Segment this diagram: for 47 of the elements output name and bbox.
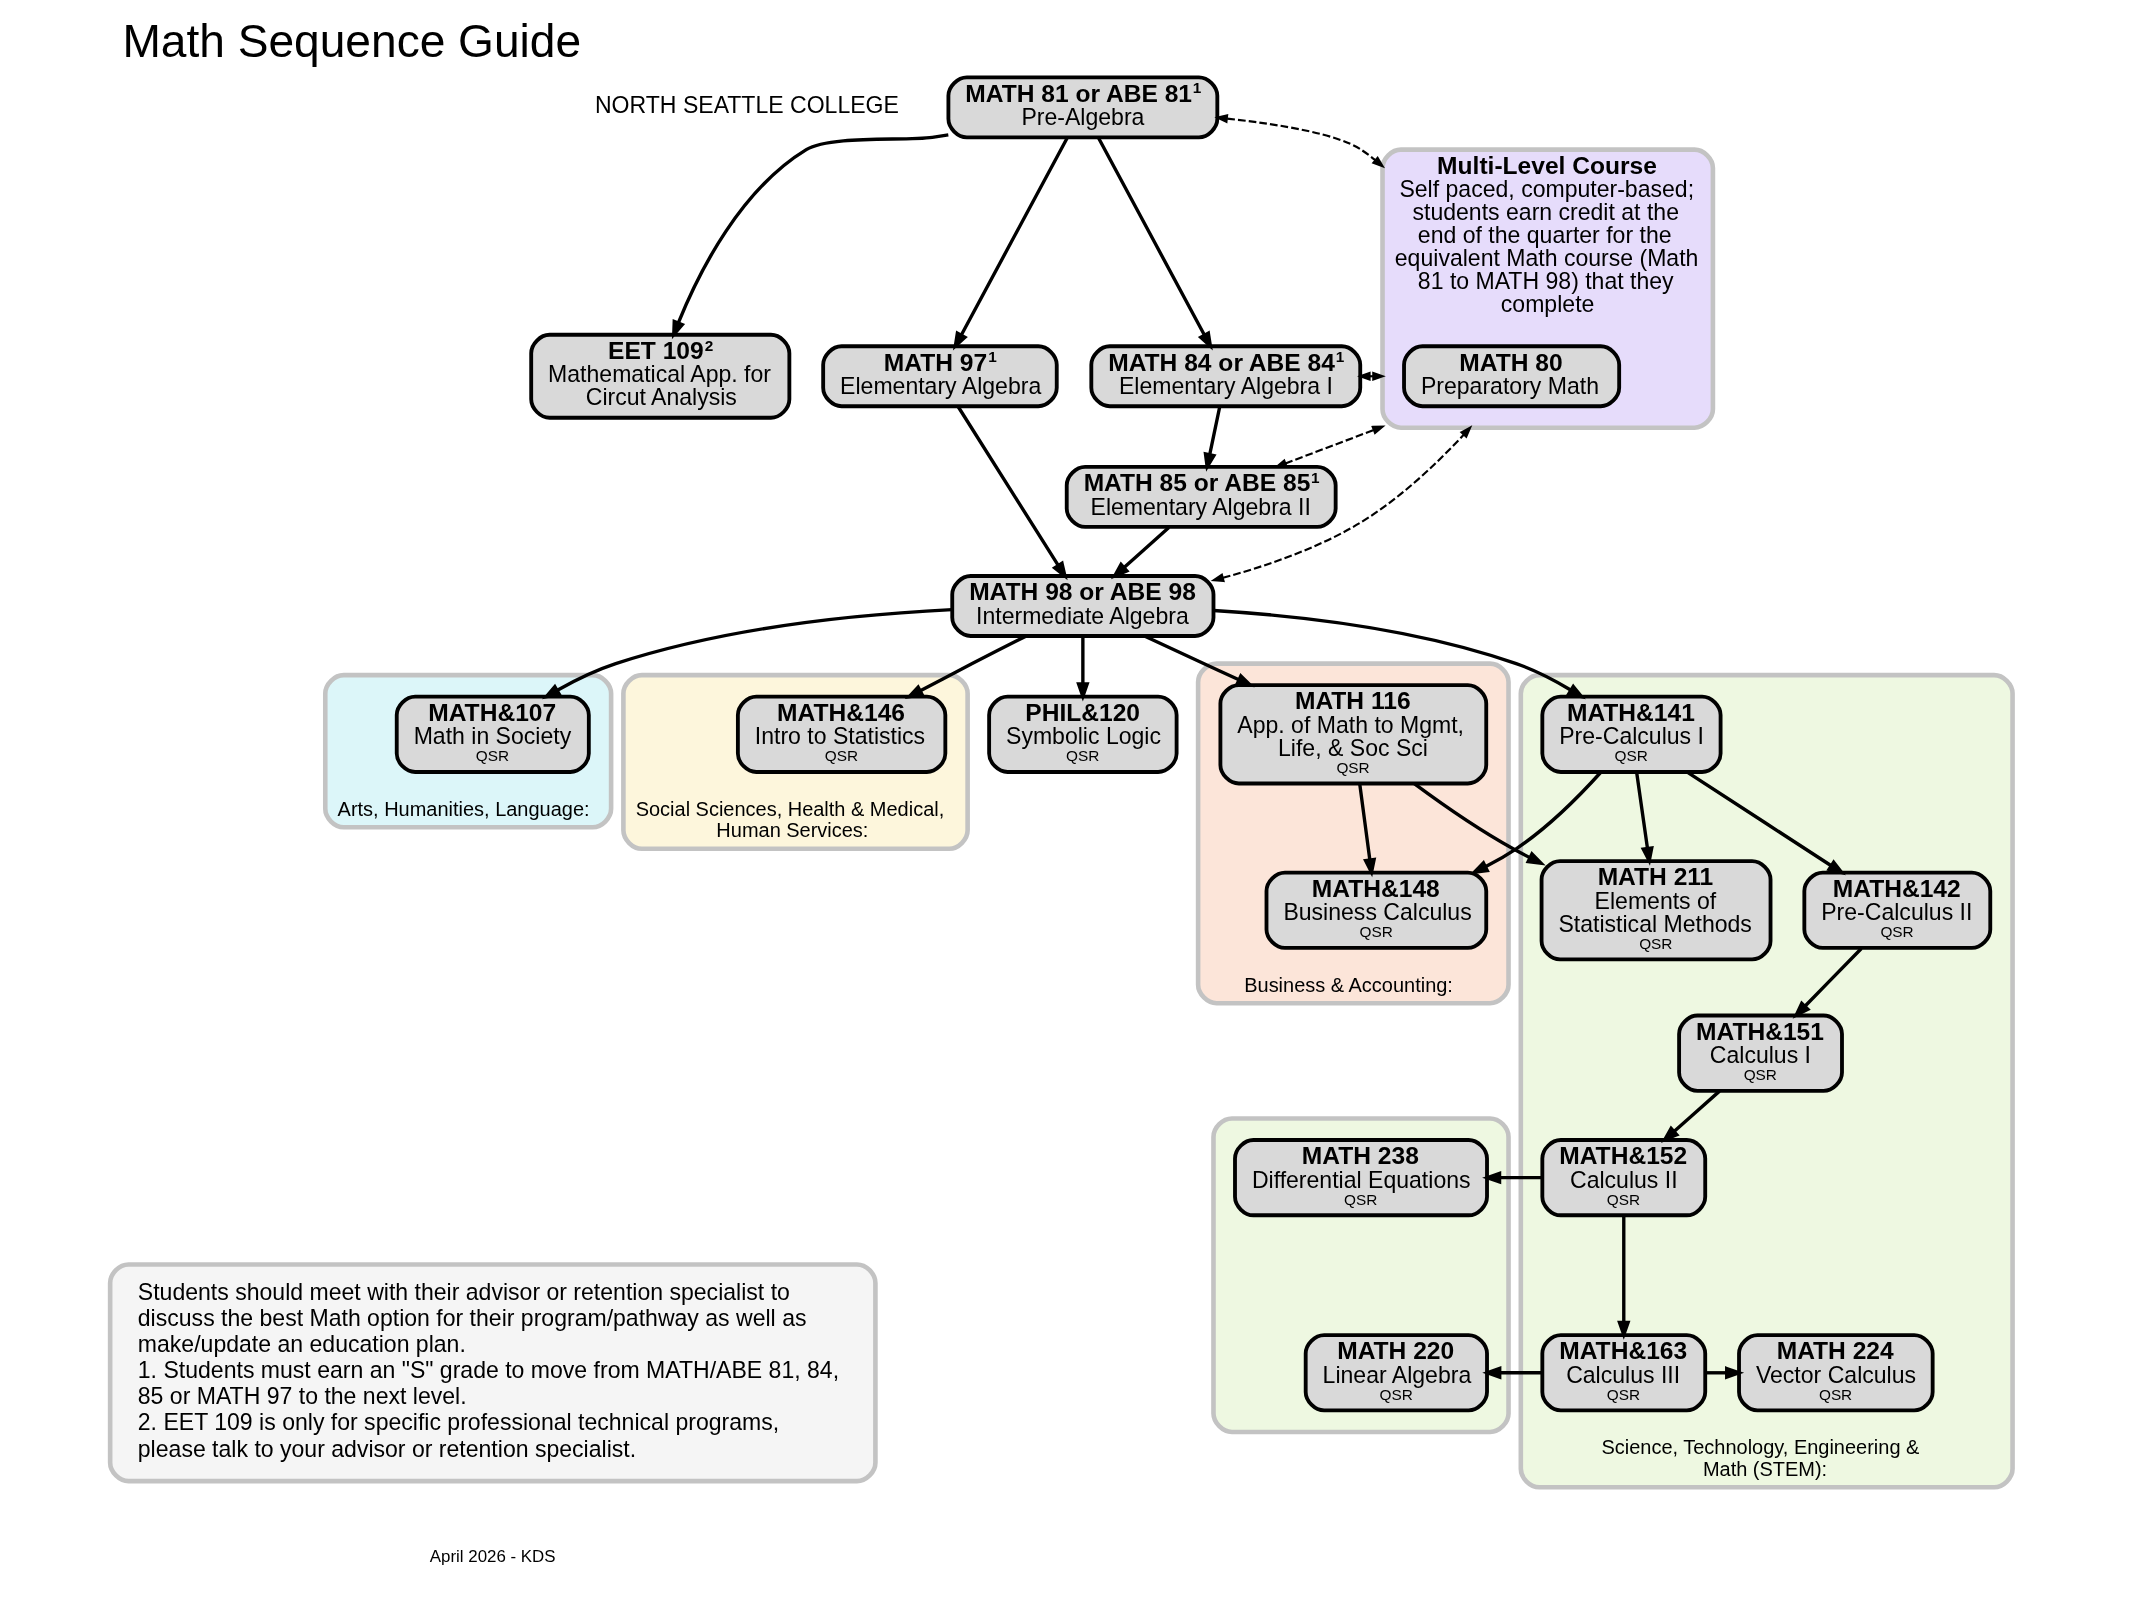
node-box: MATH&107 Math in Society QSR — [394, 694, 591, 774]
arrow — [1356, 371, 1386, 381]
node-box: MATH 224 Vector Calculus QSR — [1736, 1333, 1935, 1413]
arrow — [1616, 1215, 1630, 1340]
node-box: MATH 220 Linear Algebra QSR — [1303, 1333, 1489, 1413]
diagram-title: Math Sequence Guide — [121, 15, 581, 68]
arrow — [1213, 114, 1385, 169]
arrow — [1357, 783, 1376, 878]
arrow — [1704, 1366, 1744, 1380]
label: NORTH SEATTLE COLLEGE — [594, 91, 899, 118]
node-box: MATH 238 Differential Equations QSR — [1232, 1138, 1489, 1218]
arrow — [541, 607, 952, 700]
node-box: MATH&151 Calculus I QSR — [1676, 1013, 1844, 1093]
arrow — [1075, 636, 1090, 702]
cluster — [1210, 1116, 1511, 1435]
arrow — [1792, 947, 1863, 1019]
node-box: EET 109$^{2}$ Mathematical App. for Circut Analysis — [528, 332, 791, 420]
arrow — [1212, 608, 1586, 700]
arrow — [1481, 1366, 1542, 1380]
node-box: MATH 116 App. of Math to Mgmt, Life, & Soc Sci QSR — [1218, 683, 1488, 786]
label: April 2026 - KDS — [429, 1547, 556, 1567]
arrow — [1110, 526, 1170, 580]
arrow — [1481, 1170, 1542, 1185]
arrow — [1203, 405, 1221, 472]
arrow — [1634, 771, 1654, 866]
node-box: MATH&141 Pre-Calculus I QSR — [1539, 694, 1722, 774]
node-box: MATH 84 or ABE 84$^{1}$ Elementary Algebra I — [1088, 344, 1362, 409]
node-box: MATH&146 Intro to Statistics QSR — [735, 694, 947, 774]
node-box: MATH 98 or ABE 98 Intermediate Algebra — [949, 574, 1215, 638]
arrow — [1412, 782, 1546, 866]
node-box: MATH 97$^{1}$ Elementary Algebra — [820, 344, 1059, 409]
node-box: MATH&142 Pre-Calculus II QSR — [1801, 870, 1992, 950]
arrow — [952, 136, 1069, 351]
node-box: Students should meet with their advisor or retention specialist to discuss the best Math option for their program/pathway as well as make/update an education plan. 1. Students must earn an "S" grade to move from MATH/ABE 81, 84, 85 or MATH 97 to the next level. 2. EET 109 is only for specific professional technical programs, please talk to your advisor or retention specialist. — [107, 1262, 878, 1484]
node-box: MATH 211 Elements of Statistical Methods QSR — [1539, 859, 1772, 962]
node-box: MATH&148 Business Calculus QSR — [1264, 870, 1488, 950]
node-box: MATH&163 Calculus III QSR — [1539, 1333, 1707, 1413]
arrow — [1660, 1089, 1721, 1144]
node-box: MATH 85 or ABE 85$^{1}$ Elementary Algebra II — [1064, 465, 1338, 529]
node-box: MATH 81 or ABE 81$^{1}$ Pre-Algebra — [946, 75, 1219, 140]
node-box: MATH 80 Preparatory Math — [1401, 344, 1621, 409]
arrow — [671, 133, 949, 340]
arrow — [956, 405, 1068, 581]
arrow — [1096, 136, 1213, 351]
arrow — [1210, 425, 1472, 583]
node-box: MATH&152 Calculus II QSR — [1539, 1138, 1707, 1218]
node-box: PHIL&120 Symbolic Logic QSR — [986, 694, 1178, 774]
